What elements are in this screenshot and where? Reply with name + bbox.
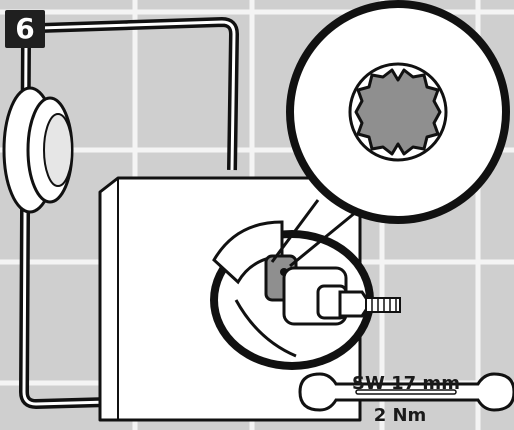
- valve-body: [210, 220, 401, 370]
- wrench-icon: [298, 372, 514, 412]
- zoom-leader-lines: [270, 199, 357, 268]
- spline-detail-icon: [286, 0, 510, 224]
- step-number-badge: 6: [5, 10, 45, 48]
- wrench-size-label: SW 17 mm: [352, 373, 460, 394]
- mounting-cup: [2, 86, 74, 214]
- torque-label: 2 Nm: [373, 405, 427, 426]
